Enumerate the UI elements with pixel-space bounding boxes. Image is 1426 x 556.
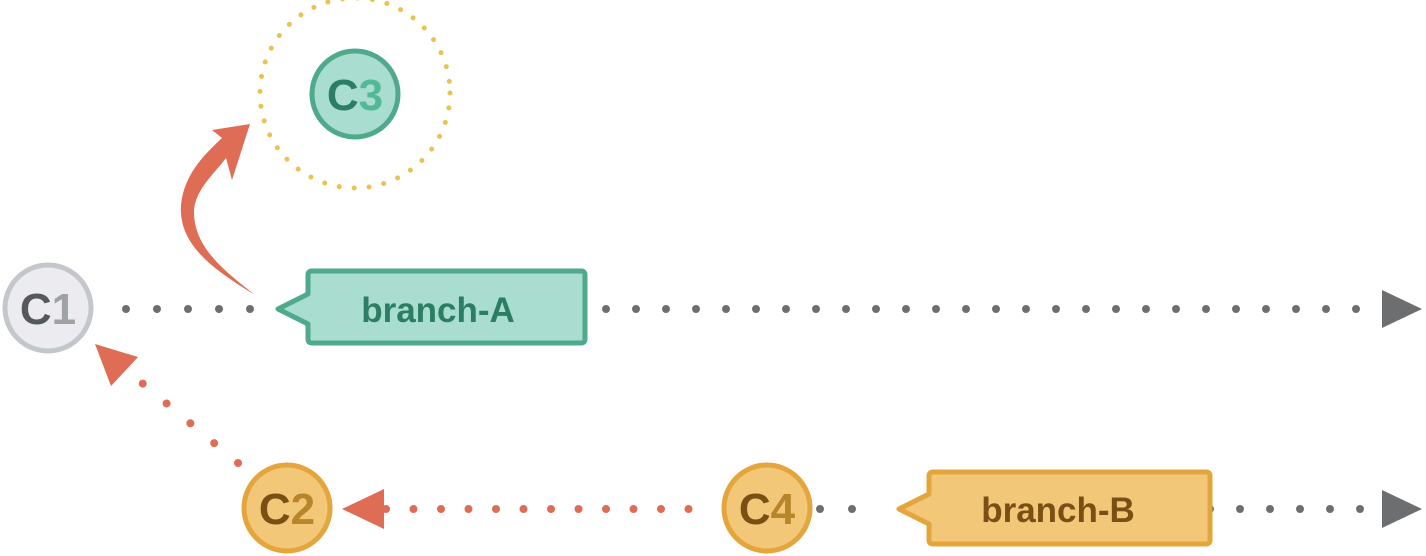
commit-c3[interactable]: C3 [309,48,401,140]
svg-text:C2: C2 [259,485,315,534]
svg-text:C3: C3 [327,71,383,120]
branch-a-label: branch-A [361,291,515,330]
parent-link-c2-c1-arrowhead [95,344,138,386]
branch-move-arrow [180,124,255,295]
commit-c2-letter: C [259,485,291,534]
parent-link-c4-c2-arrowhead [342,489,384,529]
timeline-main-arrowhead [1382,290,1422,328]
svg-text:C4: C4 [739,485,796,534]
commit-c3-number: 3 [359,71,383,120]
commit-c1-number: 1 [52,285,76,334]
commit-c4-letter: C [739,485,771,534]
branch-a-tag[interactable]: branch-A [275,268,588,346]
timeline-bottom-arrowhead [1382,490,1422,528]
commit-c2-number: 2 [291,485,315,534]
c3-highlight-ring [257,0,453,191]
commit-c1-letter: C [20,285,52,334]
commit-c4[interactable]: C4 [721,462,813,554]
svg-text:C1: C1 [20,285,76,334]
parent-link-c2-c1 [138,379,242,467]
commit-c4-number: 4 [771,485,796,534]
commit-c1[interactable]: C1 [2,262,94,354]
commit-c3-letter: C [327,71,359,120]
branch-b-tag[interactable]: branch-B [896,469,1213,547]
commit-c2[interactable]: C2 [241,462,333,554]
branch-b-label: branch-B [981,491,1135,530]
